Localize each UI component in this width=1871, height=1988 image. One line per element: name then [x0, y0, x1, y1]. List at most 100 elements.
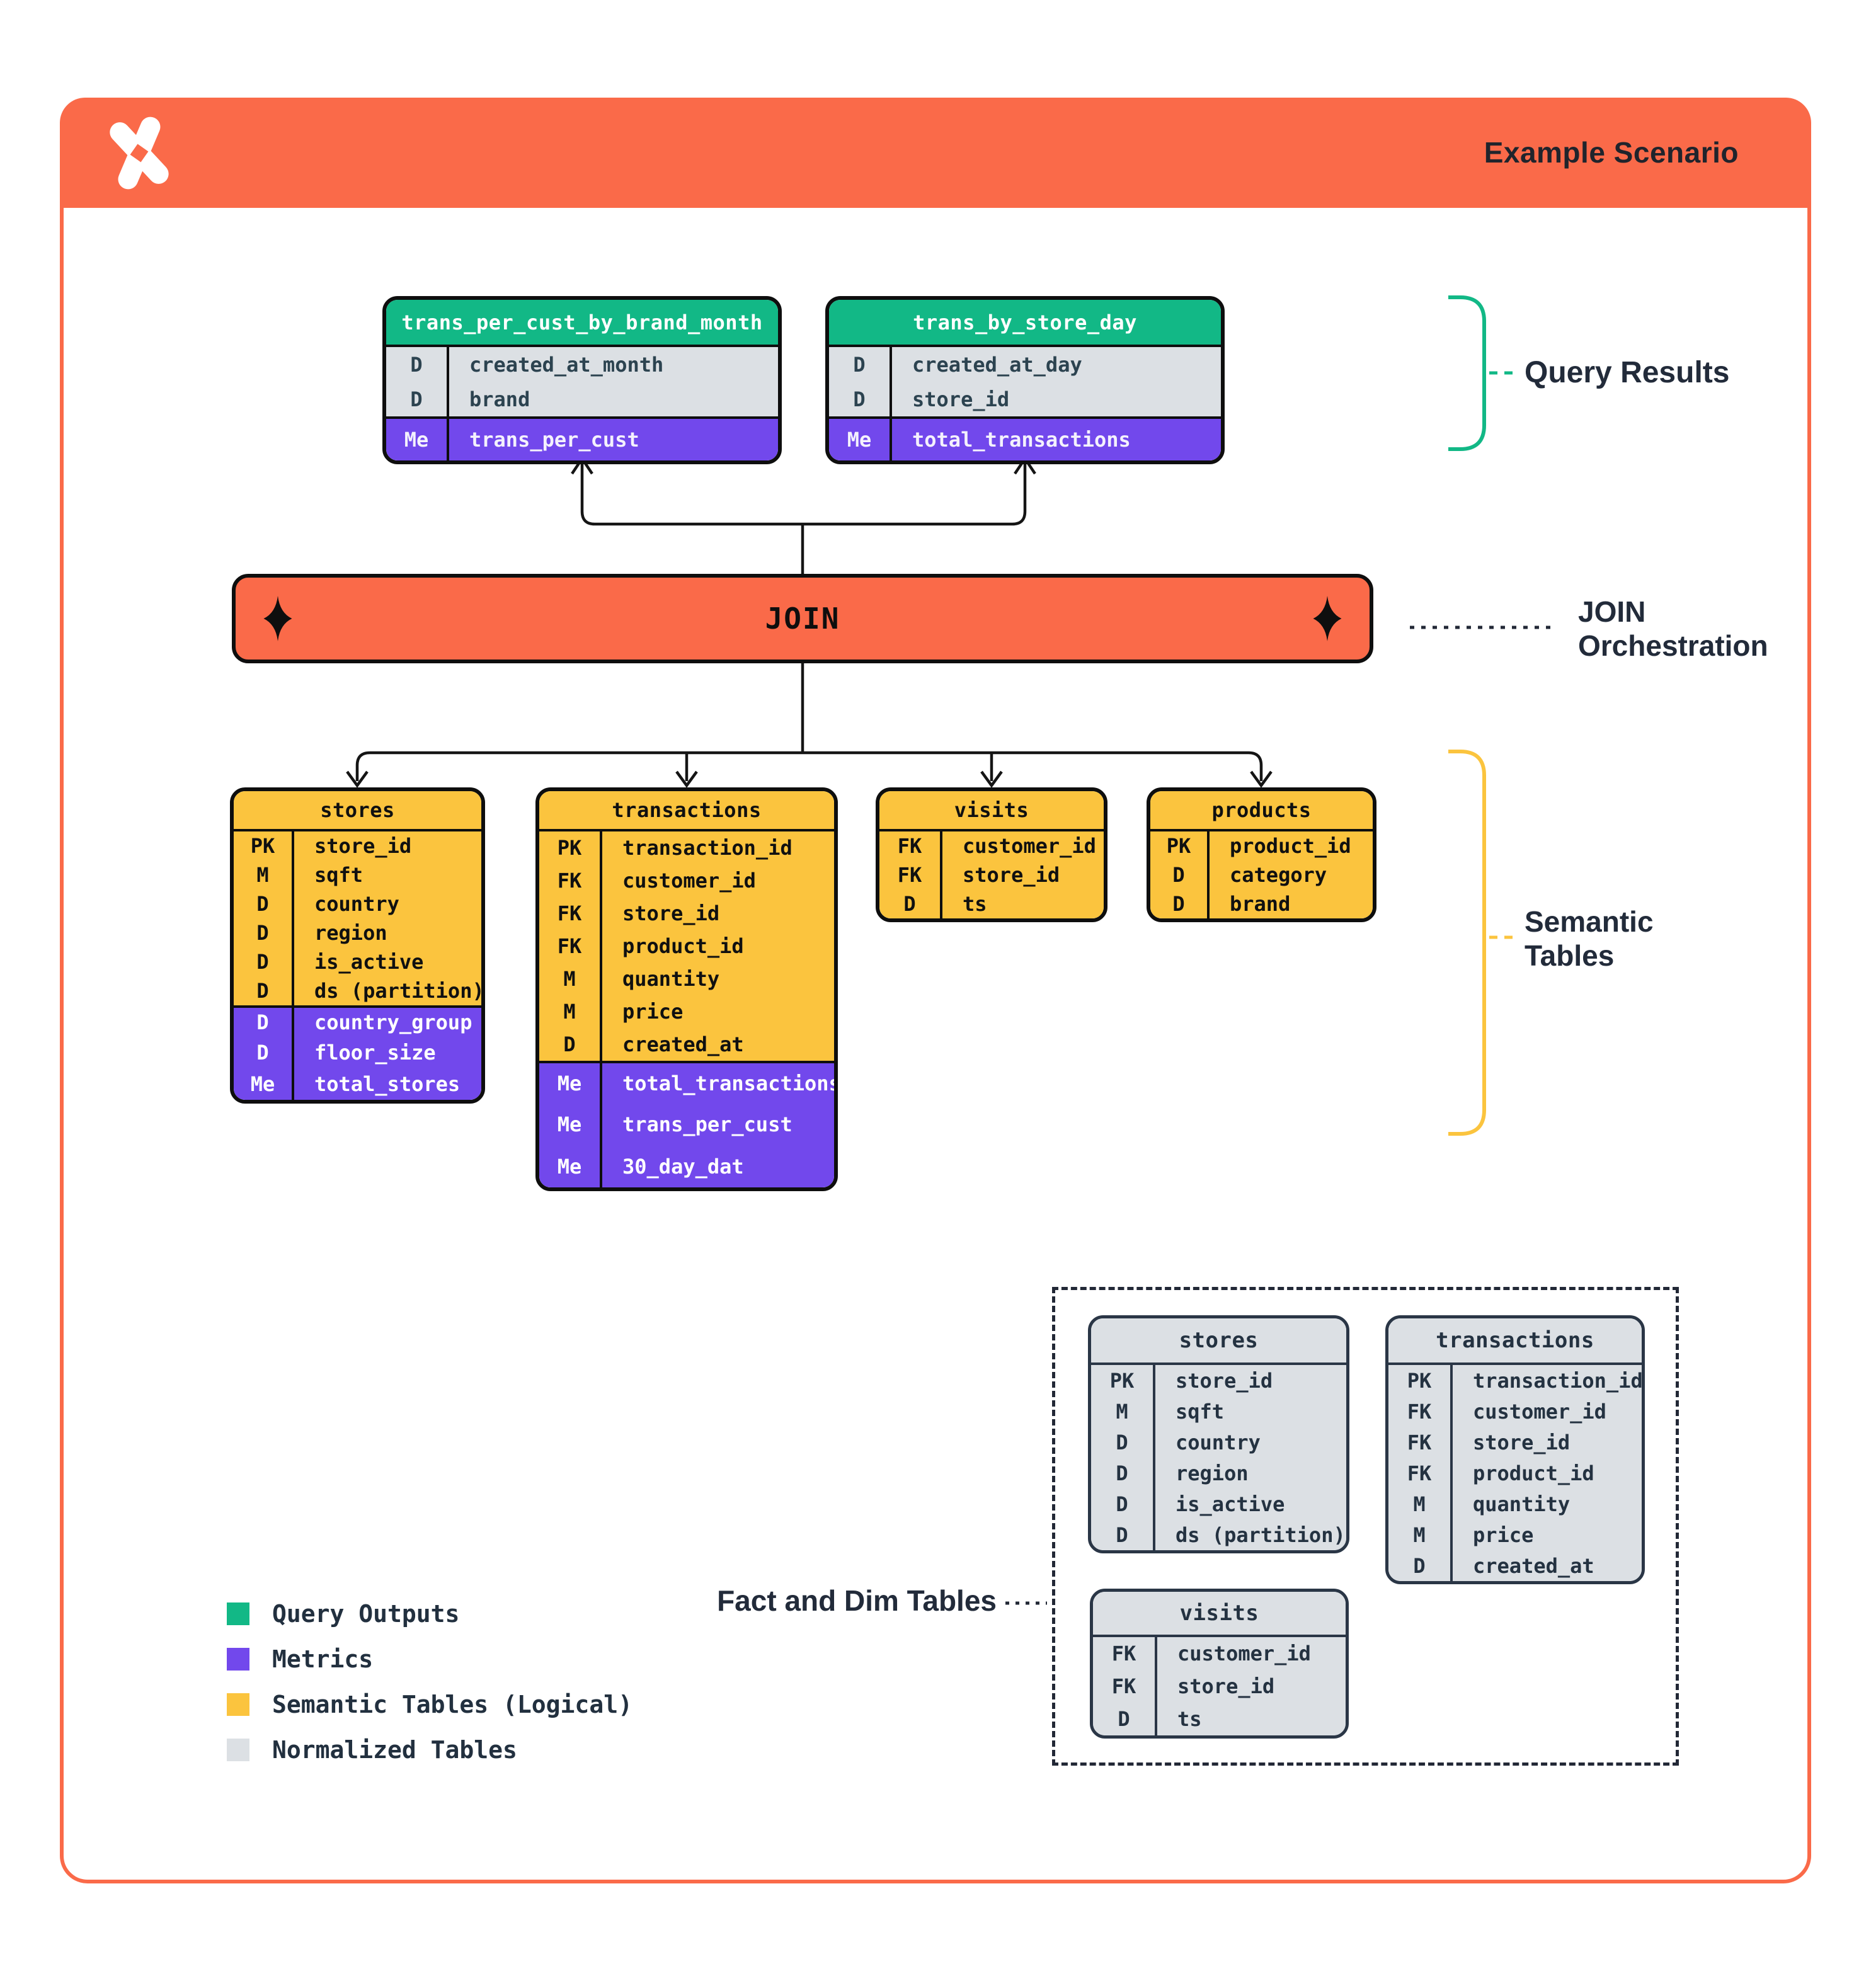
- key-column-divider: [1153, 1365, 1155, 1550]
- row-key: D: [256, 950, 269, 974]
- row-field: price: [1473, 1522, 1534, 1547]
- table-title: stores: [234, 791, 481, 831]
- key-column-divider: [940, 831, 942, 918]
- row-field: ds (partition): [314, 979, 484, 1003]
- fact-dim-group-box: [1052, 1287, 1679, 1766]
- row-field: is_active: [314, 950, 424, 974]
- row-key: D: [256, 892, 269, 916]
- row-field: region: [314, 921, 387, 945]
- row-key: Me: [404, 428, 429, 452]
- row-key: PK: [1166, 834, 1191, 858]
- row-key: D: [410, 387, 423, 411]
- row-field: store_id: [1473, 1430, 1571, 1454]
- row-field: is_active: [1176, 1492, 1285, 1516]
- row-field: transaction_id: [622, 836, 792, 860]
- row-field: customer_id: [622, 869, 756, 893]
- row-field: country: [314, 892, 399, 916]
- table-row: FK customer_id: [539, 864, 834, 897]
- row-key: FK: [1111, 1642, 1136, 1665]
- row-key: Me: [557, 1112, 582, 1136]
- row-field: customer_id: [963, 834, 1096, 858]
- row-key: FK: [557, 869, 582, 893]
- row-field: ts: [1177, 1707, 1202, 1731]
- table-title: stores: [1091, 1318, 1346, 1365]
- legend-item: Normalized Tables: [227, 1727, 632, 1773]
- row-key: D: [256, 979, 269, 1003]
- row-key: D: [853, 352, 866, 377]
- join-orchestration-line1: JOIN: [1578, 595, 1646, 628]
- sparkle-diamond-icon: [1313, 596, 1342, 641]
- legend-item: Semantic Tables (Logical): [227, 1682, 632, 1727]
- row-field: store_id: [622, 901, 720, 925]
- row-field: store_id: [314, 834, 412, 858]
- row-key: D: [256, 921, 269, 945]
- row-key: D: [256, 1010, 269, 1034]
- row-key: M: [563, 967, 576, 991]
- legend-swatch-purple: [227, 1648, 249, 1671]
- row-key: PK: [250, 834, 275, 858]
- row-field: ds (partition): [1176, 1522, 1346, 1547]
- table-row: PK store_id: [234, 831, 481, 860]
- row-field: sqft: [314, 863, 363, 887]
- row-key: D: [853, 387, 866, 411]
- row-key: D: [1116, 1522, 1128, 1547]
- legend-item: Query Outputs: [227, 1591, 632, 1637]
- semantic-tables-line1: Semantic: [1525, 905, 1654, 938]
- row-key: PK: [1109, 1368, 1135, 1393]
- legend-swatch-gray: [227, 1739, 249, 1761]
- key-column-divider: [1207, 831, 1210, 918]
- row-field: brand: [469, 387, 530, 411]
- row-key: FK: [1407, 1430, 1432, 1454]
- row-field: brand: [1230, 892, 1291, 916]
- join-orchestration-line2: Orchestration: [1578, 629, 1768, 662]
- row-key: FK: [897, 834, 922, 858]
- table-title: trans_per_cust_by_brand_month: [386, 300, 778, 347]
- row-field: store_id: [912, 387, 1010, 411]
- row-field: customer_id: [1473, 1399, 1606, 1424]
- row-key: M: [563, 1000, 576, 1024]
- row-key: Me: [847, 428, 872, 452]
- legend-swatch-yellow: [227, 1693, 249, 1716]
- row-field: created_at_month: [469, 352, 664, 377]
- row-field: sqft: [1176, 1399, 1225, 1424]
- row-key: D: [903, 892, 916, 916]
- semantic-tables-line2: Tables: [1525, 939, 1615, 972]
- query-results-label: Query Results: [1525, 356, 1730, 389]
- row-field: country_group: [314, 1010, 472, 1034]
- table-row: FK store_id: [1388, 1427, 1642, 1458]
- row-key: FK: [1407, 1461, 1432, 1485]
- row-field: created_at: [622, 1032, 744, 1056]
- row-key: D: [563, 1032, 576, 1056]
- row-key: D: [256, 1041, 269, 1065]
